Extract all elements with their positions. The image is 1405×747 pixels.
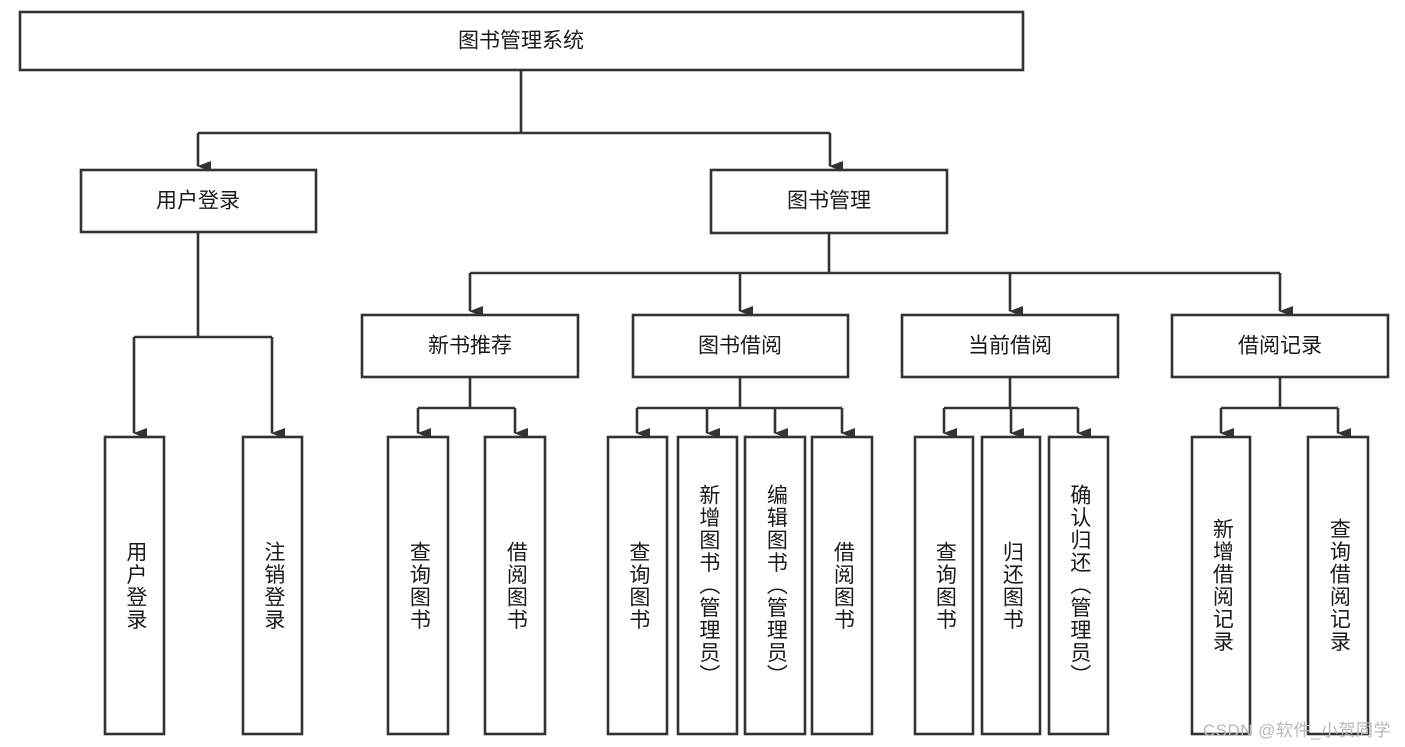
node-box-user-login[interactable] — [79, 168, 318, 234]
node-box-leaf-user-login[interactable] — [103, 435, 166, 736]
node-label-book-manage: 图书管理 — [787, 190, 871, 213]
node-box-leaf-add-book[interactable] — [676, 435, 739, 736]
node-label-new-book-rec: 新书推荐 — [428, 335, 512, 358]
node-box-current-borrow[interactable] — [900, 313, 1120, 379]
node-box-book-borrow[interactable] — [631, 313, 850, 379]
node-box-leaf-query-book-2[interactable] — [606, 435, 669, 736]
node-box-leaf-edit-book[interactable] — [743, 435, 807, 736]
node-box-leaf-add-record[interactable] — [1190, 435, 1252, 736]
node-box-leaf-borrow-book-2[interactable] — [810, 435, 874, 736]
node-boxes: 图书管理系统 用户登录 图书管理 新书推荐 图书借阅 当前借阅 借阅记录 — [18, 10, 1390, 736]
node-box-leaf-confirm-return[interactable] — [1047, 435, 1110, 736]
node-box-book-manage[interactable] — [709, 168, 949, 235]
watermark-text: CSDN @软件_小贺同学 — [1202, 721, 1391, 740]
node-box-leaf-query-book-1[interactable] — [386, 435, 450, 736]
node-box-new-book-rec[interactable] — [360, 313, 580, 379]
node-box-leaf-query-book-3[interactable] — [913, 435, 975, 736]
node-label-borrow-record: 借阅记录 — [1238, 335, 1322, 358]
node-label-current-borrow: 当前借阅 — [968, 335, 1052, 358]
connector-lines — [132, 70, 1351, 439]
node-box-borrow-record[interactable] — [1170, 313, 1390, 379]
node-label-user-login: 用户登录 — [156, 190, 240, 213]
node-box-root[interactable] — [18, 10, 1025, 72]
node-label-book-borrow: 图书借阅 — [698, 335, 782, 358]
node-box-leaf-borrow-book-1[interactable] — [483, 435, 547, 736]
node-box-leaf-return-book[interactable] — [980, 435, 1042, 736]
node-box-leaf-query-record[interactable] — [1306, 435, 1370, 736]
node-label-root: 图书管理系统 — [458, 30, 584, 53]
node-box-leaf-logout[interactable] — [241, 435, 304, 736]
